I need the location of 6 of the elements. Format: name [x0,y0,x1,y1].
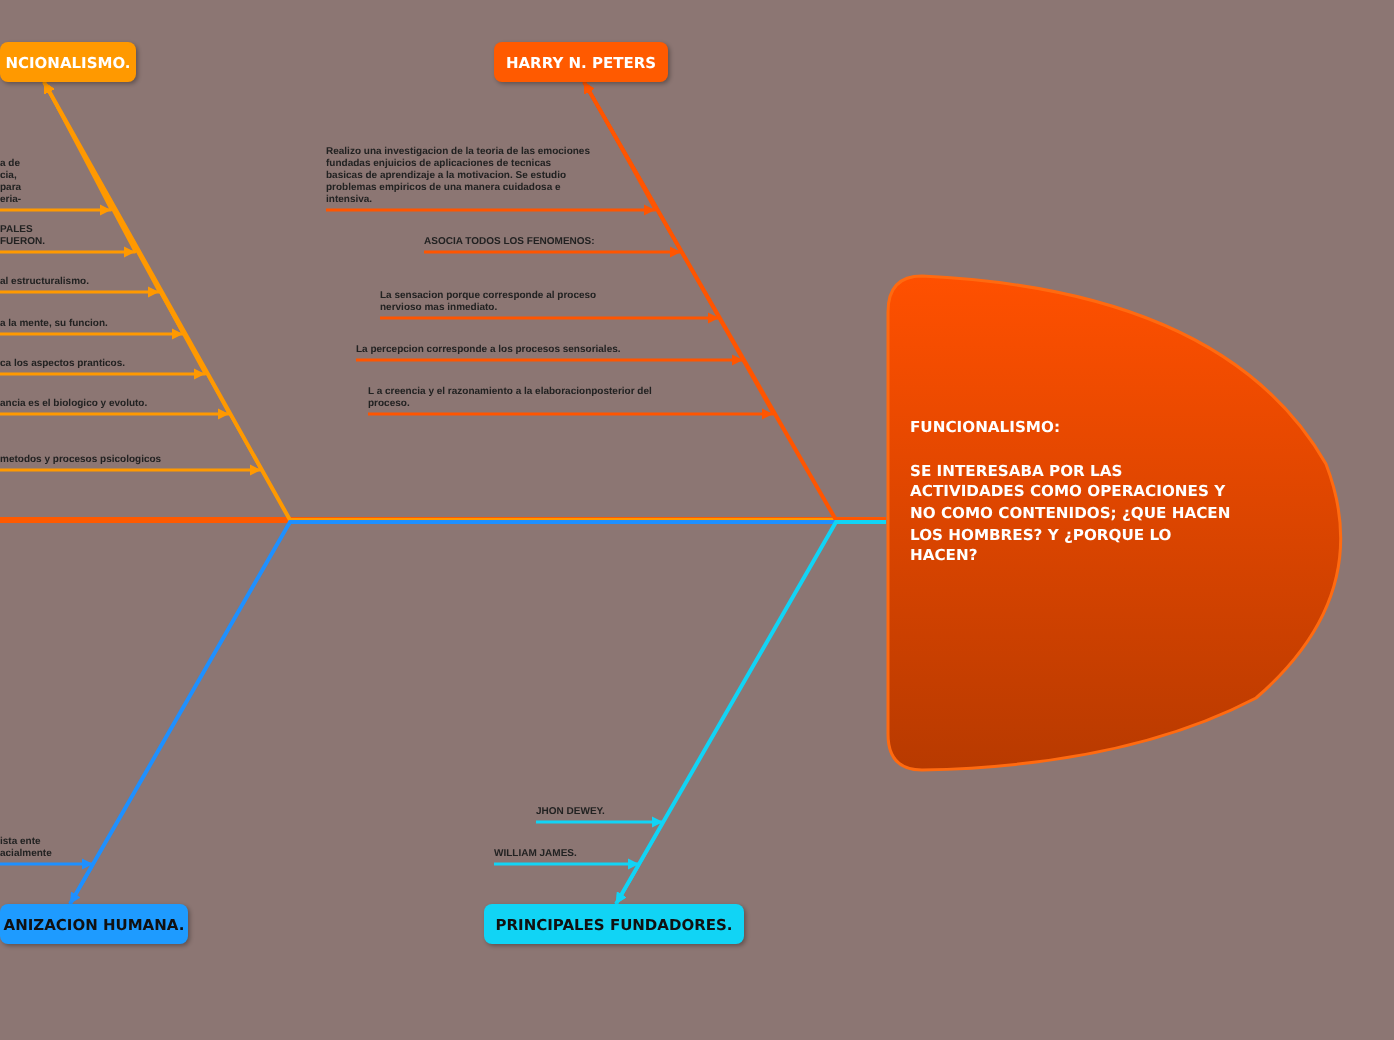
arrow [0,81,263,476]
bone-line [614,520,886,905]
arrow [0,858,95,905]
arrow [366,81,775,420]
bone-line [582,81,886,522]
arrow [494,858,641,905]
